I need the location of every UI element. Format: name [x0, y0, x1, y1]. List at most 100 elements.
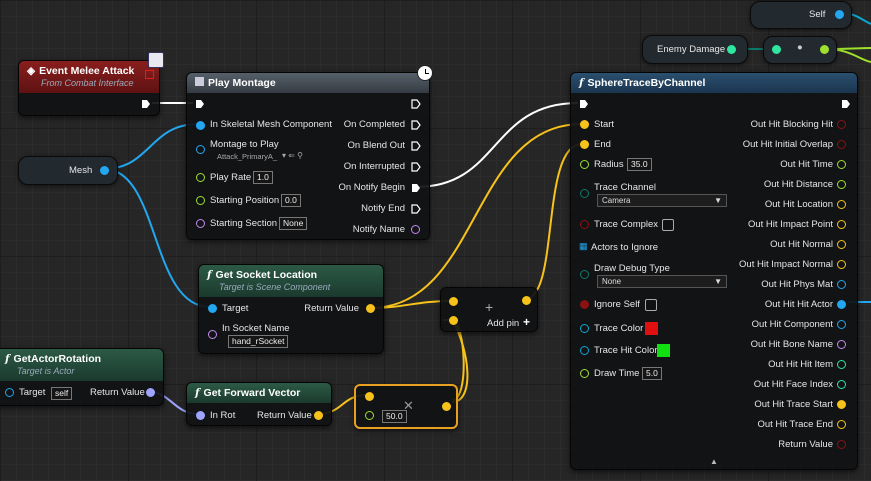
socket-return-pin[interactable]: [366, 304, 375, 313]
trace-output-pin[interactable]: [837, 240, 846, 249]
starting-position-pin[interactable]: [196, 196, 205, 205]
reroute-output-pin[interactable]: [820, 45, 829, 54]
draw-debug-pin[interactable]: [580, 270, 589, 279]
trace-output-pin[interactable]: [837, 440, 846, 449]
trace-output-pin[interactable]: [837, 340, 846, 349]
trace-output-pin[interactable]: [837, 400, 846, 409]
trace-end-pin[interactable]: [580, 140, 589, 149]
mesh-node[interactable]: Mesh: [18, 156, 118, 185]
socket-name-pin[interactable]: [208, 330, 217, 339]
add-pin-plus-icon[interactable]: +: [523, 315, 531, 329]
trace-output-pin[interactable]: [837, 140, 846, 149]
trace-hit-color-pin[interactable]: [580, 346, 589, 355]
event-output-delegate-icon[interactable]: [145, 70, 154, 79]
multiply-output-pin[interactable]: [442, 402, 451, 411]
trace-channel-pin[interactable]: [580, 189, 589, 198]
ignore-self-pin[interactable]: [580, 300, 589, 309]
multiply-node[interactable]: 50.0 ✕: [354, 384, 458, 429]
notify-end-pin[interactable]: [411, 204, 421, 214]
rotation-target-input[interactable]: self: [51, 387, 73, 400]
trace-output-pin[interactable]: [837, 220, 846, 229]
forward-return-pin[interactable]: [314, 411, 323, 420]
notify-name-pin[interactable]: [411, 225, 420, 234]
draw-time-input[interactable]: 5.0: [642, 367, 662, 380]
collapse-arrow-icon[interactable]: ▲: [710, 457, 718, 466]
trace-output-pin[interactable]: [837, 360, 846, 369]
self-output-pin[interactable]: [835, 10, 844, 19]
play-rate-input[interactable]: 1.0: [253, 171, 273, 184]
trace-exec-in-pin[interactable]: [579, 99, 589, 109]
trace-color-pin[interactable]: [580, 324, 589, 333]
trace-output-pin[interactable]: [837, 300, 846, 309]
trace-radius-input[interactable]: 35.0: [627, 158, 652, 171]
trace-exec-out-pin[interactable]: [841, 99, 851, 109]
play-montage-node[interactable]: Play Montage In Skeletal Mesh Component …: [186, 65, 433, 240]
play-rate-pin[interactable]: [196, 173, 205, 182]
trace-color-swatch[interactable]: [645, 322, 658, 335]
socket-target-pin[interactable]: [208, 304, 217, 313]
actors-to-ignore-grid-icon[interactable]: ▦: [579, 241, 588, 251]
reroute-input-pin[interactable]: [772, 45, 781, 54]
self-node[interactable]: Self: [750, 1, 852, 29]
on-interrupted-pin[interactable]: [411, 162, 421, 172]
draw-debug-dropdown[interactable]: None▼: [597, 275, 727, 288]
socket-name-input[interactable]: hand_rSocket: [228, 335, 289, 348]
montage-exec-out-pin[interactable]: [411, 99, 421, 109]
multiply-input-a-pin[interactable]: [365, 392, 374, 401]
forward-in-rot-pin[interactable]: [196, 411, 205, 420]
multiply-input-b-pin[interactable]: [365, 411, 374, 420]
trace-channel-dropdown[interactable]: Camera▼: [597, 194, 727, 207]
starting-section-input[interactable]: None: [279, 217, 308, 230]
trace-output-pin[interactable]: [837, 320, 846, 329]
trace-output-pin[interactable]: [837, 160, 846, 169]
trace-color-label: Trace Color: [594, 323, 644, 334]
reroute-node[interactable]: ●: [763, 36, 837, 64]
rotation-target-pin[interactable]: [5, 388, 14, 397]
montage-to-play-pin[interactable]: [196, 145, 205, 154]
function-icon: f: [5, 353, 10, 365]
enemy-damage-output-pin[interactable]: [727, 45, 736, 54]
on-completed-pin[interactable]: [411, 120, 421, 130]
ignore-self-checkbox[interactable]: [645, 299, 657, 311]
multiply-value-input[interactable]: 50.0: [382, 410, 407, 423]
on-notify-begin-pin[interactable]: [411, 183, 421, 193]
trace-output-pin[interactable]: [837, 200, 846, 209]
draw-debug-label: Draw Debug Type: [594, 263, 670, 274]
trace-complex-checkbox[interactable]: [662, 219, 674, 231]
add-output-pin[interactable]: [522, 296, 531, 305]
trace-complex-pin[interactable]: [580, 220, 589, 229]
event-melee-attack-node[interactable]: ◈Event Melee Attack From Combat Interfac…: [18, 60, 160, 116]
trace-radius-pin[interactable]: [580, 160, 589, 169]
add-vector-node[interactable]: + Add pin +: [440, 287, 538, 332]
montage-exec-in-pin[interactable]: [195, 99, 205, 109]
add-input-a-pin[interactable]: [449, 297, 458, 306]
event-exec-out-pin[interactable]: [141, 99, 151, 109]
on-blend-out-pin[interactable]: [411, 141, 421, 151]
function-icon: f: [195, 387, 200, 399]
trace-output-pin[interactable]: [837, 180, 846, 189]
skeletal-mesh-pin[interactable]: [196, 121, 205, 130]
montage-asset-value[interactable]: Attack_PrimaryA_: [217, 152, 278, 161]
trace-output-pin[interactable]: [837, 260, 846, 269]
trace-start-pin[interactable]: [580, 120, 589, 129]
trace-output-pin[interactable]: [837, 420, 846, 429]
mesh-output-pin[interactable]: [100, 166, 109, 175]
trace-hit-color-swatch[interactable]: [657, 344, 670, 357]
trace-output-label: Out Hit Hit Actor: [764, 299, 833, 310]
montage-asset-dropdown-icon[interactable]: ▾ ⇐ ⚲: [282, 151, 304, 160]
starting-position-input[interactable]: 0.0: [281, 194, 301, 207]
trace-output-pin[interactable]: [837, 120, 846, 129]
enemy-damage-node[interactable]: Enemy Damage: [642, 35, 748, 64]
trace-output-pin[interactable]: [837, 280, 846, 289]
trace-output-pin[interactable]: [837, 380, 846, 389]
starting-section-pin[interactable]: [196, 219, 205, 228]
add-pin-button[interactable]: Add pin: [487, 318, 520, 329]
add-input-b-pin[interactable]: [449, 316, 458, 325]
draw-time-pin[interactable]: [580, 369, 589, 378]
trace-start-label: Start: [594, 119, 615, 130]
rotation-return-pin[interactable]: [146, 388, 155, 397]
